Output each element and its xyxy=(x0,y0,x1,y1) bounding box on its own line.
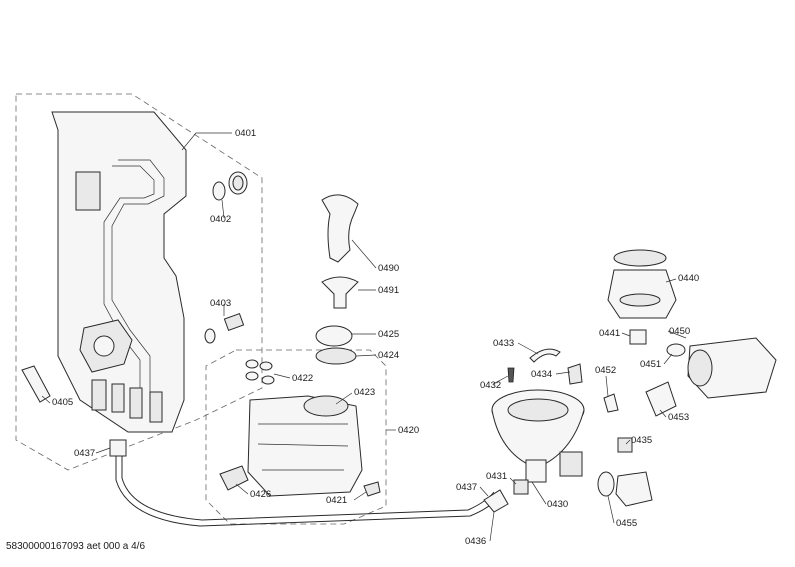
lid-part xyxy=(315,325,353,347)
gear-part xyxy=(629,329,647,345)
label-0451: 0451 xyxy=(640,359,662,370)
valve-part xyxy=(567,363,583,385)
label-0405: 0405 xyxy=(52,397,74,408)
label-0403: 0403 xyxy=(210,298,232,309)
grommet-part xyxy=(212,171,248,201)
label-0432: 0432 xyxy=(480,380,502,391)
sump-part xyxy=(491,389,585,483)
bushing-part xyxy=(513,479,529,495)
label-0436: 0436 xyxy=(465,536,487,547)
hose-end-part xyxy=(483,489,509,513)
label-0401: 0401 xyxy=(235,128,257,139)
label-0437-left: 0437 xyxy=(74,448,96,459)
arc-part xyxy=(529,348,561,363)
label-0455: 0455 xyxy=(616,518,638,529)
label-0440: 0440 xyxy=(678,273,700,284)
small-seals-part xyxy=(245,359,275,385)
label-0434: 0434 xyxy=(531,369,553,380)
drawing-code: 58300000167093 aet 000 a 4/6 xyxy=(6,541,146,552)
label-0452: 0452 xyxy=(595,365,617,376)
label-0433: 0433 xyxy=(493,338,515,349)
pump-part xyxy=(687,337,777,399)
screw-part xyxy=(507,367,515,383)
pump-adapter-part xyxy=(645,381,677,417)
heater-housing-part xyxy=(607,249,677,319)
label-0422: 0422 xyxy=(292,373,314,384)
cap-part xyxy=(321,276,359,309)
hose-connector-left xyxy=(109,439,127,457)
label-0490: 0490 xyxy=(378,263,400,274)
label-0430: 0430 xyxy=(547,499,569,510)
label-0491: 0491 xyxy=(378,285,400,296)
clip-small-part xyxy=(363,481,381,497)
seal-ring-part xyxy=(315,347,357,365)
label-0426: 0426 xyxy=(250,489,272,500)
seal-part xyxy=(603,393,619,413)
sensor-part xyxy=(219,465,249,491)
label-0441: 0441 xyxy=(599,328,621,339)
label-0425: 0425 xyxy=(378,329,400,340)
label-0435: 0435 xyxy=(631,435,653,446)
funnel-part xyxy=(321,194,359,263)
clip-part xyxy=(21,365,51,403)
label-0450: 0450 xyxy=(669,326,691,337)
label-0423: 0423 xyxy=(354,387,376,398)
label-0453: 0453 xyxy=(668,412,690,423)
label-0420: 0420 xyxy=(398,425,420,436)
water-softener-part xyxy=(247,395,363,497)
label-0431: 0431 xyxy=(486,471,508,482)
group-outline-frame xyxy=(15,93,263,471)
leader-lines xyxy=(41,132,687,542)
label-0402: 0402 xyxy=(210,214,232,225)
side-panel-part xyxy=(51,111,187,433)
label-0424: 0424 xyxy=(378,350,400,361)
drain-pump-part xyxy=(597,471,653,507)
clamp-part xyxy=(666,343,686,357)
label-0421: 0421 xyxy=(326,495,348,506)
label-0437-right: 0437 xyxy=(456,482,478,493)
connector-part xyxy=(204,312,245,344)
